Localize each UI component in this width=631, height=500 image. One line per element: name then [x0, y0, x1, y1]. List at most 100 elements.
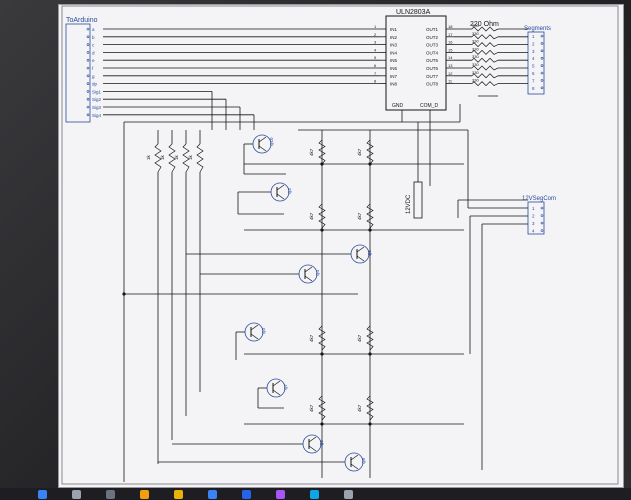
ic-pin-number: 15 — [448, 47, 453, 52]
search-icon[interactable] — [72, 490, 81, 499]
store-icon[interactable] — [208, 490, 217, 499]
array-resistor — [471, 34, 499, 40]
arduino-pin — [86, 66, 90, 70]
base-resistor — [196, 143, 204, 173]
ic-input-label: IN4 — [390, 50, 398, 55]
mail-icon[interactable] — [242, 490, 251, 499]
ic-output-label: OUT3 — [426, 43, 438, 48]
pullup-resistor — [318, 139, 326, 165]
arduino-pin-label: d — [92, 50, 95, 55]
pullup-resistor-value: 4k7 — [357, 212, 362, 220]
ic-output-label: OUT4 — [426, 50, 438, 55]
transistor: Q4 — [298, 264, 320, 284]
segment-pin — [540, 64, 544, 67]
ic-input-label: IN8 — [390, 82, 398, 87]
segment-pin-label: 4 — [532, 56, 535, 61]
photos-icon[interactable] — [276, 490, 285, 499]
common-pin — [540, 221, 544, 225]
common-pin-label: 2 — [532, 214, 535, 219]
base-resistor — [154, 143, 162, 173]
transistor-label: Q7 — [283, 383, 288, 390]
settings-icon[interactable] — [344, 490, 353, 499]
task-view-icon[interactable] — [106, 490, 115, 499]
segment-pin-label: 6 — [532, 71, 535, 76]
common-pin-label: 1 — [532, 206, 535, 211]
arduino-pin — [86, 27, 90, 31]
transistor-label: Q10 — [269, 137, 274, 146]
arduino-pin — [86, 97, 90, 101]
pullup-resistor — [366, 139, 374, 165]
segment-pin-label: 3 — [532, 49, 535, 54]
edge-icon[interactable] — [310, 490, 319, 499]
chrome-icon[interactable] — [140, 490, 149, 499]
transistor-collector — [304, 266, 313, 273]
junction-dot — [368, 422, 372, 426]
transistor-body — [350, 244, 370, 264]
ic-pin-number: 18 — [448, 24, 453, 29]
transistor-collector — [350, 454, 359, 461]
transistor-body — [244, 322, 264, 342]
supply-12vdc: 12VDC — [406, 181, 423, 219]
pullup-resistor — [318, 203, 326, 229]
ic-pin-number: 13 — [448, 63, 453, 68]
ic-pin-number: 17 — [448, 32, 453, 37]
common-pin — [540, 206, 544, 210]
segments-connector-body — [527, 31, 545, 95]
array-resistor — [471, 49, 499, 55]
junction-dot — [320, 352, 324, 356]
ic-pin-number: 11 — [448, 79, 453, 84]
arduino-pin — [86, 82, 90, 85]
transistor-body — [270, 182, 290, 202]
segments-connector-title: Segments — [524, 26, 551, 32]
arduino-pin-label: g — [92, 74, 95, 79]
array-resistor — [471, 26, 499, 32]
transistor: Q7 — [266, 378, 288, 398]
pullup-resistor-value: 4k7 — [357, 334, 362, 342]
ic-body — [385, 15, 447, 111]
segment-pin-label: 1 — [532, 34, 535, 39]
base-resistor-value: 1k — [160, 154, 165, 160]
transistor-label: Q4 — [315, 269, 320, 276]
segment-pin — [540, 42, 544, 45]
arduino-pin-label: b — [92, 35, 95, 40]
folder-icon[interactable] — [174, 490, 183, 499]
ic-pin-number: 14 — [448, 55, 453, 60]
transistor-emitter — [276, 193, 285, 200]
segment-pin — [540, 49, 544, 53]
common-pin — [540, 229, 544, 232]
ic-name: ULN2803A — [396, 9, 431, 16]
ic-input-label: IN2 — [390, 35, 398, 40]
drawing-frame — [61, 5, 619, 485]
array-resistor — [471, 73, 499, 79]
transistor-body — [266, 378, 286, 398]
transistor: Q6 — [302, 434, 324, 454]
ic-pin-number: 1 — [374, 24, 377, 29]
array-resistor — [471, 42, 499, 48]
segment-pin — [540, 71, 544, 75]
array-resistor-value: 330 — [472, 46, 479, 51]
arduino-pin — [86, 43, 90, 46]
segment-pin-label: 8 — [532, 86, 535, 91]
arduino-pin-label: f — [92, 66, 94, 71]
base-resistor — [182, 143, 190, 173]
array-resistor — [471, 65, 499, 71]
base-resistor — [168, 143, 176, 173]
transistor-emitter — [308, 445, 317, 452]
transistor-label: Q5 — [367, 249, 372, 256]
ic-input-label: IN1 — [390, 27, 398, 32]
common-pin — [540, 214, 544, 217]
arduino-pin — [86, 74, 90, 78]
transistor-body — [302, 434, 322, 454]
transistor-collector — [308, 436, 317, 443]
supply-label: 12VDC — [406, 194, 412, 214]
pullup-resistor-value: 4k7 — [309, 212, 314, 220]
start-icon[interactable] — [38, 490, 47, 499]
array-resistor-value: 330 — [472, 62, 479, 67]
pullup-resistor-value: 4k7 — [309, 148, 314, 156]
